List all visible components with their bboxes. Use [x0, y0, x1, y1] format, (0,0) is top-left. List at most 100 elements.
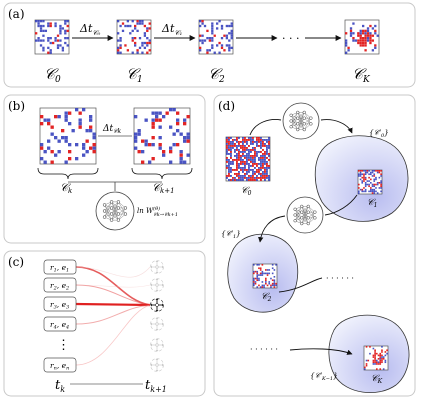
- lattice-site: [172, 143, 176, 147]
- lattice-site: [56, 34, 60, 37]
- lattice-site: [246, 155, 248, 157]
- nn-icon-d2: [286, 196, 324, 234]
- dots-d1: · · · · · ·: [326, 274, 354, 283]
- lattice-site: [378, 171, 381, 174]
- lattice-site: [271, 267, 274, 270]
- lattice-site: [244, 161, 246, 163]
- lattice-site: [261, 264, 264, 266]
- lattice-site: [151, 122, 155, 126]
- lattice-site: [252, 179, 254, 181]
- lattice-site: [379, 363, 382, 365]
- lattice-site: [362, 32, 365, 35]
- lattice-site: [54, 115, 58, 119]
- nn-node: [306, 210, 310, 214]
- lattice-site: [261, 270, 264, 273]
- lattice-site: [37, 20, 40, 23]
- lattice-site: [264, 153, 266, 155]
- lattice-site: [381, 356, 383, 358]
- lattice-site: [92, 146, 96, 150]
- lattice-site: [372, 361, 375, 364]
- lattice-site: [236, 147, 238, 149]
- lattice-site: [264, 159, 266, 161]
- lattice-site: [248, 151, 250, 153]
- lattice-site: [169, 150, 173, 154]
- lattice-site: [256, 279, 259, 282]
- lattice-site: [266, 171, 268, 173]
- lattice-site: [158, 136, 162, 140]
- lattice-site: [248, 145, 250, 147]
- lattice-site: [143, 41, 147, 45]
- lattice-ck1-b: [133, 107, 191, 165]
- lattice-site: [226, 157, 228, 159]
- lattice-site: [226, 147, 228, 149]
- lattice-site: [369, 24, 372, 28]
- lattice-site: [39, 29, 43, 33]
- lattice-site: [264, 145, 266, 147]
- lattice-site: [240, 179, 242, 181]
- lattice-site: [186, 132, 190, 136]
- lattice-site: [270, 284, 272, 287]
- nn-node: [289, 113, 293, 117]
- lattice-site: [262, 171, 264, 173]
- lattice-site: [176, 122, 180, 126]
- lattice-site: [129, 32, 132, 35]
- lattice-site: [254, 282, 257, 285]
- lattice-site: [358, 190, 360, 193]
- lattice-site: [169, 125, 173, 129]
- lattice-site: [259, 269, 262, 271]
- lattice-site: [242, 177, 244, 179]
- lattice-site: [371, 39, 375, 42]
- lattice-site: [265, 279, 267, 282]
- lattice-site: [220, 44, 224, 47]
- lattice-site: [37, 24, 40, 28]
- lattice-site: [377, 361, 380, 364]
- lattice-site: [376, 171, 379, 174]
- lattice-site: [230, 37, 233, 40]
- lattice-site: [134, 41, 137, 45]
- lattice-site: [39, 39, 43, 42]
- lattice-site: [248, 171, 250, 173]
- lattice-c0-d: [225, 136, 271, 182]
- lattice-site: [126, 49, 130, 52]
- lattice-site: [371, 183, 374, 186]
- lattice-site: [242, 171, 244, 173]
- lattice-site: [359, 37, 362, 40]
- lattice-site: [89, 146, 93, 150]
- lattice-site: [236, 149, 238, 151]
- lattice-site: [264, 169, 266, 171]
- lattice-site: [148, 39, 151, 42]
- lattice-site: [244, 167, 246, 169]
- lattice-site: [256, 153, 258, 155]
- lattice-site: [373, 185, 376, 188]
- lattice-site: [47, 39, 50, 42]
- lattice-site: [376, 363, 378, 365]
- lattice-site: [158, 118, 162, 122]
- lattice-site: [369, 352, 371, 355]
- lattice-site: [345, 51, 348, 54]
- lattice-site: [375, 183, 377, 186]
- lattice-site: [253, 277, 255, 280]
- arrow-d-nn-c1: [320, 119, 353, 134]
- lattice-site: [242, 143, 244, 145]
- lattice-site: [366, 27, 370, 30]
- nn-node: [313, 210, 317, 214]
- lattice-site: [275, 284, 277, 287]
- lattice-site: [228, 179, 230, 181]
- lattice-site: [47, 122, 51, 126]
- lattice-site: [262, 165, 264, 167]
- lattice-site: [234, 139, 236, 141]
- lattice-site: [244, 141, 246, 143]
- lattice-site: [136, 51, 139, 54]
- lattice-site: [148, 22, 151, 25]
- lattice-site: [263, 272, 265, 275]
- lattice-site: [199, 20, 202, 23]
- svg-text:rn, en: rn, en: [50, 361, 69, 372]
- lattice-site: [119, 46, 122, 50]
- lattice-site: [54, 24, 57, 28]
- lattice-site: [359, 178, 362, 181]
- nn-icon-b: [95, 191, 135, 231]
- lattice-site: [254, 179, 256, 181]
- lattice-site: [273, 282, 276, 285]
- lattice-site: [374, 32, 377, 35]
- lattice-site: [361, 173, 364, 176]
